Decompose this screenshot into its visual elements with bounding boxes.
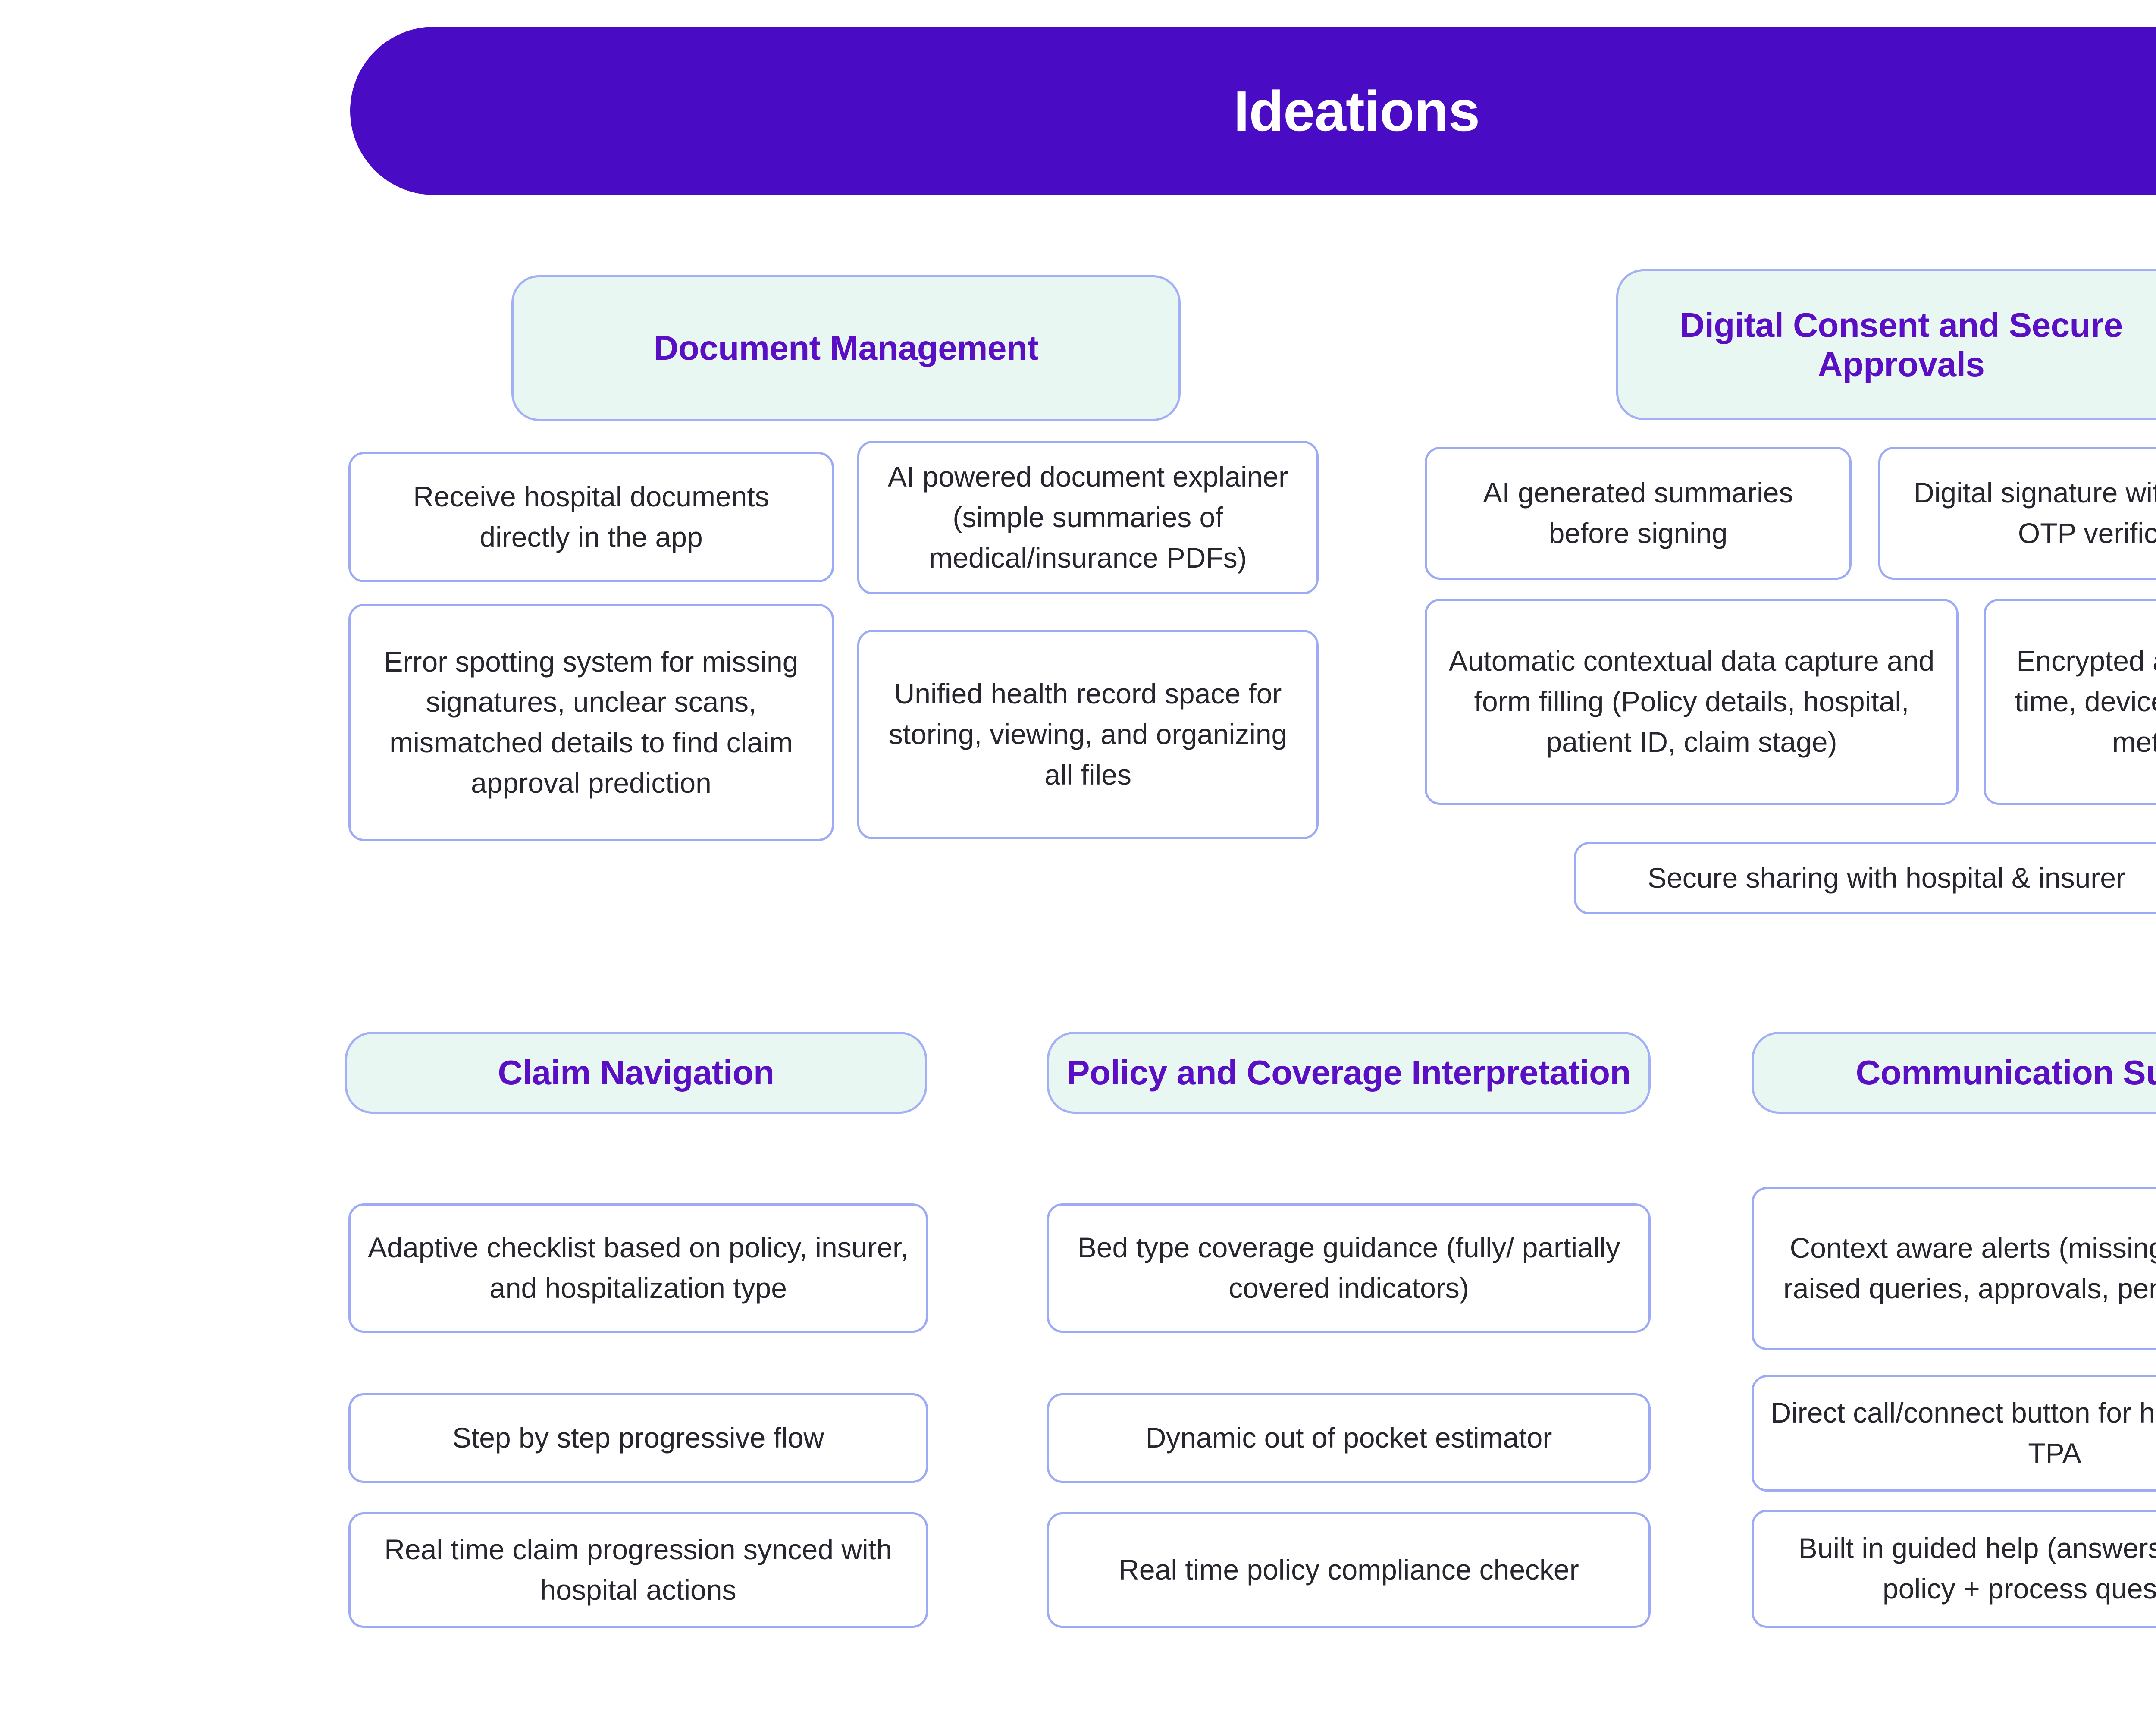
idea-card-text: Error spotting system for missing signat… [384, 645, 799, 799]
idea-card-text: Unified health record space for storing,… [888, 678, 1288, 791]
idea-card: Unified health record space for storing,… [857, 630, 1319, 839]
idea-card: Direct call/connect button for hospital … [1752, 1375, 2156, 1492]
idea-card: Dynamic out of pocket estimator [1047, 1393, 1651, 1483]
idea-card: Receive hospital documents directly in t… [348, 452, 834, 582]
idea-card: AI powered document explainer (simple su… [857, 441, 1319, 594]
section-header-claim-navigation: Claim Navigation [345, 1032, 927, 1114]
section-title: Digital Consent and Secure Approvals [1680, 305, 2123, 383]
idea-card-text: Built in guided help (answers to common … [1798, 1532, 2156, 1605]
idea-card-text: Bed type coverage guidance (fully/ parti… [1077, 1231, 1620, 1304]
section-header-communication-support: Communication Support [1752, 1032, 2156, 1114]
idea-card: Bed type coverage guidance (fully/ parti… [1047, 1203, 1651, 1333]
section-header-policy-and-coverage-interpretation: Policy and Coverage Interpretation [1047, 1032, 1651, 1114]
idea-card: Adaptive checklist based on policy, insu… [348, 1203, 928, 1333]
page-banner: Ideations [350, 27, 2156, 195]
page-title: Ideations [1233, 79, 1480, 143]
section-header-document-management: Document Management [511, 275, 1181, 421]
idea-card: AI generated summaries before signing [1425, 447, 1852, 580]
idea-card: Context aware alerts (missing documents,… [1752, 1187, 2156, 1350]
idea-card: Digital signature with biometric + OTP v… [1878, 447, 2156, 580]
idea-card-text: Dynamic out of pocket estimator [1145, 1422, 1552, 1454]
section-title: Policy and Coverage Interpretation [1067, 1053, 1631, 1092]
idea-card-text: Secure sharing with hospital & insurer [1648, 862, 2125, 894]
idea-card-text: Digital signature with biometric + OTP v… [1914, 477, 2156, 549]
idea-card-text: Automatic contextual data capture and fo… [1448, 645, 1935, 758]
idea-card-text: Real time policy compliance checker [1119, 1554, 1579, 1586]
idea-card-text: Adaptive checklist based on policy, insu… [368, 1231, 909, 1304]
idea-card: Automatic contextual data capture and fo… [1425, 599, 1959, 805]
idea-card-text: Direct call/connect button for hospital … [1771, 1397, 2156, 1469]
section-title: Document Management [653, 329, 1039, 367]
idea-card: Built in guided help (answers to common … [1752, 1510, 2156, 1628]
idea-card: Secure sharing with hospital & insurer [1574, 842, 2156, 914]
section-title: Communication Support [1855, 1053, 2156, 1092]
section-title: Claim Navigation [498, 1053, 774, 1092]
idea-card: Encrypted audit trail with time, device,… [1984, 599, 2156, 805]
idea-card: Real time claim progression synced with … [348, 1512, 928, 1628]
idea-card: Error spotting system for missing signat… [348, 604, 834, 841]
idea-card-text: Real time claim progression synced with … [384, 1533, 892, 1606]
idea-card-text: Context aware alerts (missing documents,… [1783, 1232, 2156, 1304]
idea-card-text: Encrypted audit trail with time, device,… [2015, 645, 2156, 758]
idea-card-text: Receive hospital documents directly in t… [413, 480, 769, 553]
idea-card-text: AI powered document explainer (simple su… [887, 461, 1288, 574]
section-header-digital-consent-and-secure-approvals: Digital Consent and Secure Approvals [1616, 269, 2156, 420]
idea-card: Real time policy compliance checker [1047, 1512, 1651, 1628]
idea-card: Step by step progressive flow [348, 1393, 928, 1483]
idea-card-text: AI generated summaries before signing [1483, 477, 1793, 549]
idea-card-text: Step by step progressive flow [452, 1422, 824, 1454]
